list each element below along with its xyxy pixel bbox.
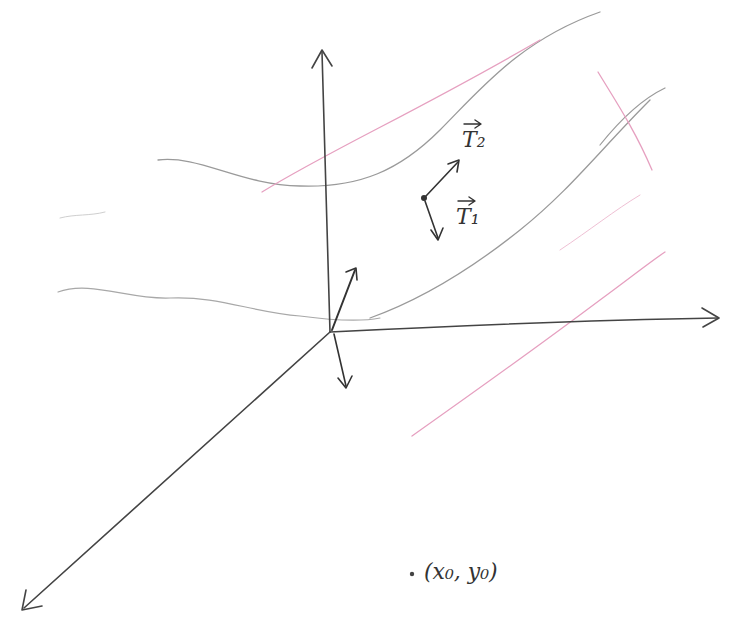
tangent-vector xyxy=(425,201,438,238)
surface-curve xyxy=(158,12,600,186)
pink-curve xyxy=(560,195,640,250)
normal-vector xyxy=(334,334,346,386)
math-label: T₂ xyxy=(462,128,486,152)
math-label: T₁ xyxy=(456,205,480,229)
vector-accent xyxy=(458,197,475,205)
x-axis xyxy=(24,332,330,608)
pink-curve xyxy=(598,72,652,170)
surface-curve xyxy=(60,212,105,218)
arrowhead xyxy=(22,590,42,610)
arrowhead xyxy=(448,160,459,172)
arrowhead xyxy=(431,228,443,240)
surface-curve xyxy=(370,100,650,318)
arrowhead xyxy=(312,50,332,68)
surface-curve xyxy=(600,88,665,145)
pink-curve xyxy=(412,252,665,436)
pink-curve xyxy=(262,40,540,192)
surface-curve xyxy=(58,288,380,320)
arrowhead xyxy=(346,268,357,280)
arrowhead xyxy=(702,308,719,327)
normal-vector xyxy=(332,270,355,330)
y-axis xyxy=(330,318,718,332)
base-point xyxy=(410,572,414,576)
arrowhead xyxy=(338,376,352,388)
vector-accent xyxy=(464,120,481,128)
tangent-vector xyxy=(426,162,458,196)
z-axis xyxy=(322,52,330,332)
math-label: (x₀, y₀) xyxy=(424,560,498,584)
